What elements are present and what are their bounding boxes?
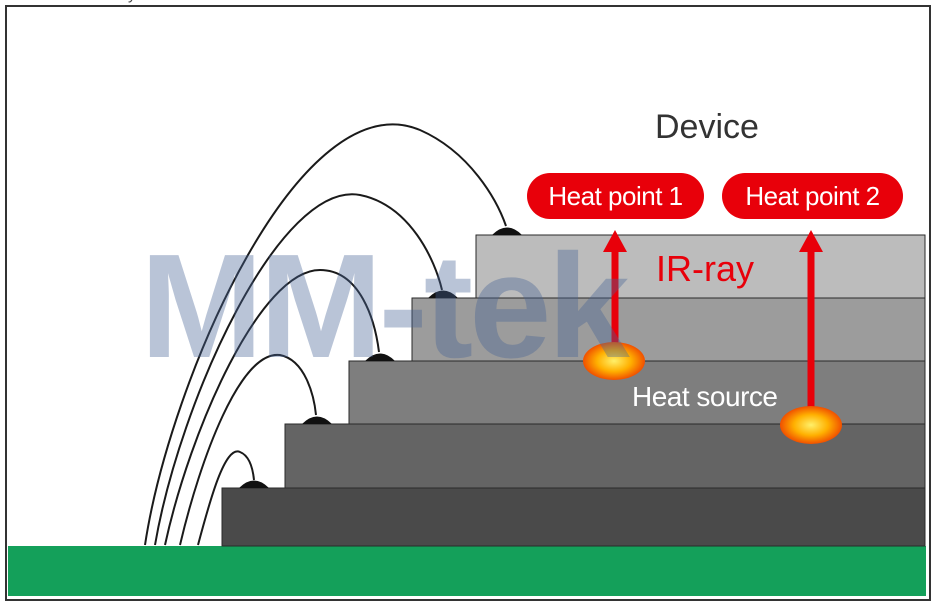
- bond-wire-2: [179, 353, 317, 546]
- bond-pad-4: [428, 290, 458, 298]
- heat-point-1-badge: Heat point 1: [527, 173, 704, 219]
- bond-pad-3: [365, 353, 395, 361]
- heat-point-1-label: Heat point 1: [548, 180, 683, 211]
- bond-wire-5: [144, 123, 507, 546]
- bond-wire-4: [154, 193, 443, 546]
- substrate-board: [8, 546, 926, 596]
- die-layer-1: [221, 487, 926, 547]
- watermark-logo: MM-tek: [140, 224, 630, 389]
- heat-point-2-badge: Heat point 2: [722, 173, 903, 219]
- heat-point-2-label: Heat point 2: [745, 180, 880, 211]
- ir-arrow-1-head: [603, 230, 627, 252]
- bond-pad-5: [492, 227, 522, 235]
- die-layer-5: [475, 234, 926, 299]
- cropped-caption-fragment: y: [128, 0, 136, 4]
- bond-pad-1: [239, 480, 269, 488]
- bond-wire-1: [197, 450, 255, 546]
- ir-arrow-2-head: [799, 230, 823, 252]
- bond-wire-3: [164, 268, 380, 546]
- device-label: Device: [655, 108, 759, 146]
- bond-pad-2: [302, 416, 332, 424]
- ir-ray-label: IR-ray: [656, 248, 754, 289]
- heat-source-2: [780, 406, 842, 444]
- heat-source-label: Heat source: [632, 381, 778, 412]
- heat-source-1: [583, 342, 645, 380]
- die-layer-4: [411, 297, 926, 362]
